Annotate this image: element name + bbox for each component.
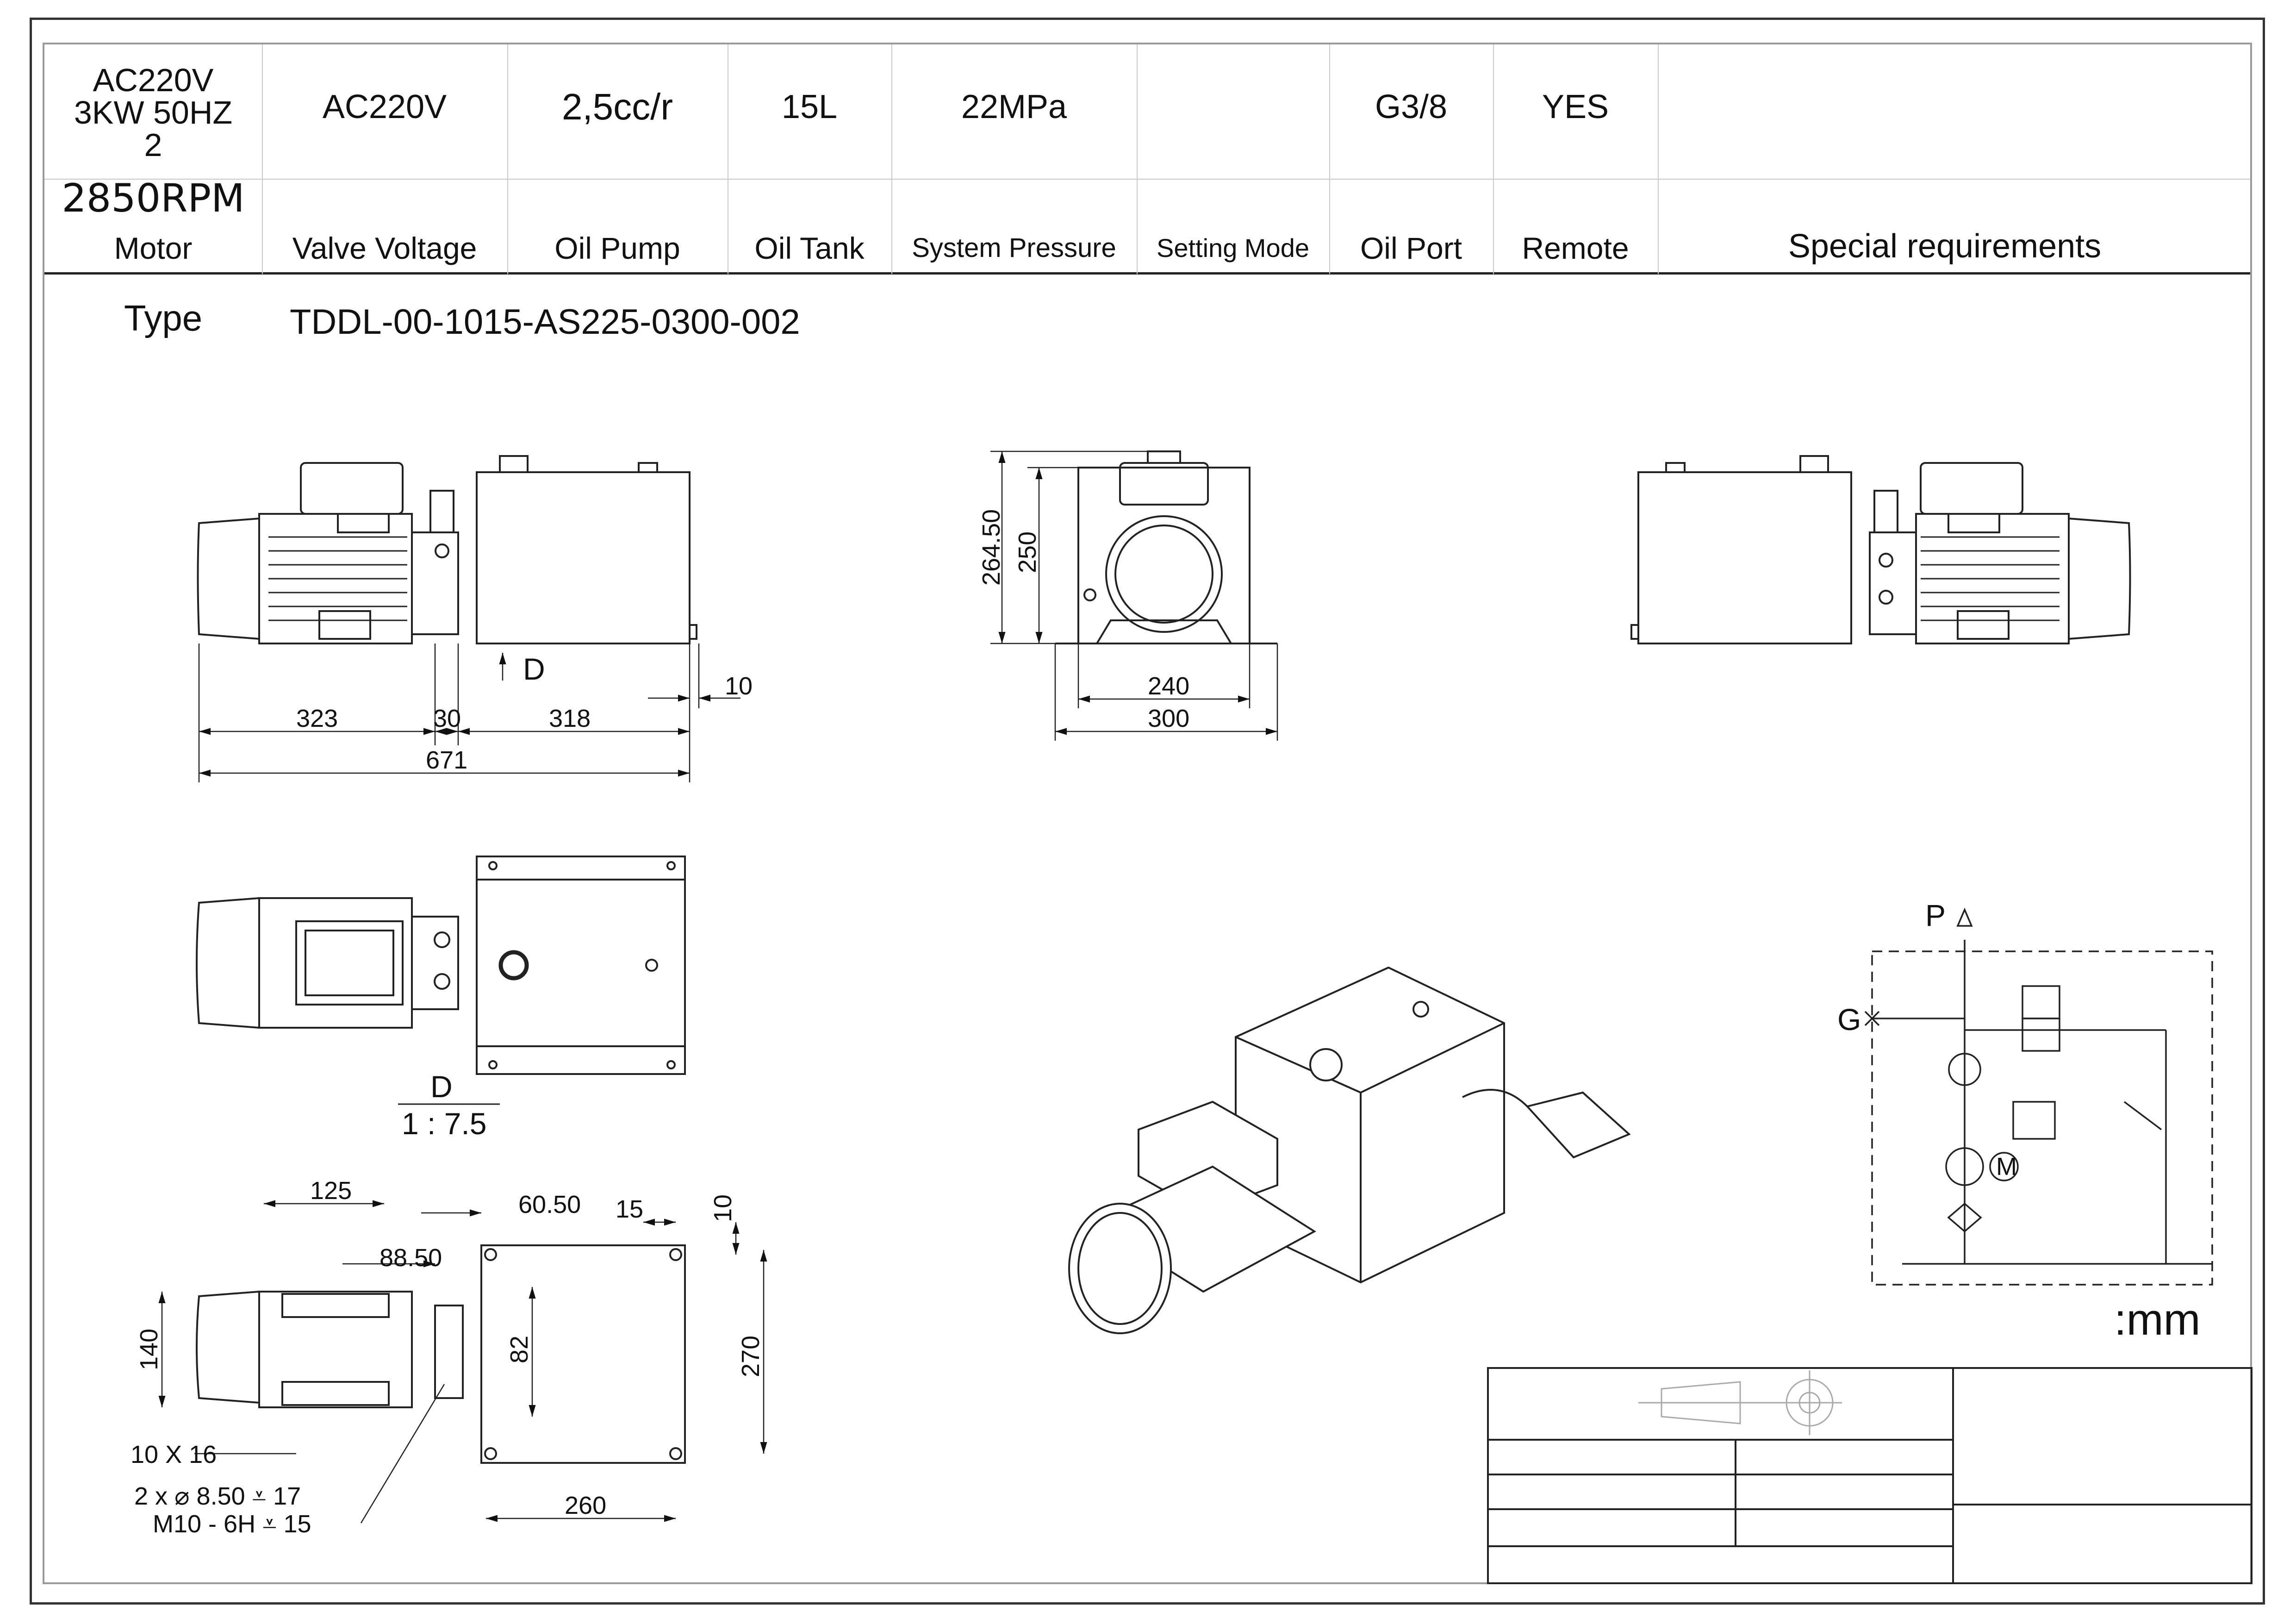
oil-port-value: G3/8 bbox=[1375, 88, 1448, 125]
dim-offset-b: 88.50 bbox=[380, 1244, 442, 1272]
dim-tank-depth: 270 bbox=[737, 1336, 765, 1377]
bolt-note-2: M10 - 6H ⩡ 15 bbox=[153, 1510, 311, 1538]
dim-motor-height: 140 bbox=[135, 1329, 163, 1370]
dim-port-spacing: 82 bbox=[505, 1336, 533, 1363]
valve-voltage-value: AC220V bbox=[322, 88, 447, 125]
drawing-border-outer bbox=[30, 18, 2265, 1605]
view-arrow-label: D bbox=[523, 652, 545, 686]
schematic-motor-symbol: M bbox=[1996, 1153, 2017, 1181]
side-view-mirrored bbox=[1630, 455, 2131, 644]
motor-rpm: 2850RPM bbox=[62, 175, 245, 221]
table-column-divider bbox=[1493, 44, 1494, 274]
header-special-requirements: Special requirements bbox=[1788, 228, 2102, 265]
units-label: :mm bbox=[2114, 1295, 2201, 1344]
dim-overhang: 10 bbox=[725, 672, 753, 700]
header-oil-tank: Oil Tank bbox=[754, 231, 865, 265]
oil-pump-value: 2,5cc/r bbox=[561, 86, 673, 127]
dim-slot: 15 bbox=[616, 1195, 643, 1223]
header-system-pressure: System Pressure bbox=[912, 233, 1116, 263]
header-oil-pump: Oil Pump bbox=[554, 231, 680, 265]
dim-edge: 10 bbox=[709, 1194, 737, 1222]
type-label: Type bbox=[124, 298, 203, 338]
table-divider bbox=[44, 179, 2250, 180]
top-view-scale: 1 : 7.5 bbox=[402, 1106, 486, 1141]
dim-tank-width: 260 bbox=[565, 1492, 606, 1519]
table-column-divider bbox=[262, 44, 263, 274]
hydraulic-schematic bbox=[1864, 907, 2213, 1286]
header-setting-mode: Setting Mode bbox=[1157, 233, 1309, 262]
dim-offset-a: 60.50 bbox=[518, 1191, 581, 1218]
projection-symbol bbox=[1638, 1370, 1842, 1435]
table-column-divider bbox=[1137, 44, 1138, 274]
motor-value: AC220V 3KW 50HZ 2 bbox=[44, 55, 262, 170]
oil-tank-value: 15L bbox=[781, 88, 838, 125]
table-column-divider bbox=[1658, 44, 1659, 274]
dim-base-inner: 240 bbox=[1148, 672, 1189, 700]
drawing-border-inner bbox=[43, 43, 2252, 1584]
header-valve-voltage: Valve Voltage bbox=[292, 231, 477, 265]
top-view-label: D bbox=[430, 1069, 453, 1104]
header-motor: Motor bbox=[114, 231, 193, 265]
title-block bbox=[1487, 1367, 2252, 1584]
type-value: TDDL-00-1015-AS225-0300-002 bbox=[290, 302, 800, 342]
isometric-view bbox=[1068, 966, 1631, 1334]
motor-line-1: AC220V bbox=[93, 62, 214, 98]
remote-value: YES bbox=[1542, 88, 1609, 125]
dim-motor-foot-spacing: 125 bbox=[310, 1177, 352, 1205]
end-view bbox=[1055, 450, 1277, 644]
bolt-note-1: 2 x ⌀ 8.50 ⩡ 17 bbox=[134, 1482, 301, 1510]
dim-tank-length: 318 bbox=[549, 705, 591, 732]
motor-line-2: 3KW 50HZ bbox=[74, 94, 233, 131]
dim-height-tank: 250 bbox=[1014, 531, 1041, 573]
table-column-divider bbox=[891, 44, 892, 274]
hole-note: 10 X 16 bbox=[131, 1441, 217, 1468]
top-view bbox=[196, 856, 686, 1075]
table-column-divider bbox=[1329, 44, 1330, 274]
schematic-port-p: P bbox=[1925, 898, 1946, 932]
dim-height-total: 264.50 bbox=[977, 509, 1005, 586]
system-pressure-value: 22MPa bbox=[961, 88, 1067, 125]
table-column-divider bbox=[507, 44, 508, 274]
mounting-view bbox=[196, 1244, 686, 1464]
table-bottom-rule bbox=[44, 272, 2250, 275]
dim-base-outer: 300 bbox=[1148, 705, 1189, 732]
schematic-port-g: G bbox=[1837, 1002, 1861, 1037]
dim-coupling: 30 bbox=[433, 705, 461, 732]
header-remote: Remote bbox=[1522, 231, 1629, 265]
dim-motor-length: 323 bbox=[296, 705, 338, 732]
motor-line-3: 2 bbox=[144, 127, 162, 163]
dim-total-length: 671 bbox=[426, 746, 467, 774]
spec-table: AC220V 3KW 50HZ 2 2850RPM AC220V 2,5cc/r… bbox=[44, 44, 2250, 275]
header-oil-port: Oil Port bbox=[1360, 231, 1462, 265]
side-view bbox=[197, 455, 697, 644]
